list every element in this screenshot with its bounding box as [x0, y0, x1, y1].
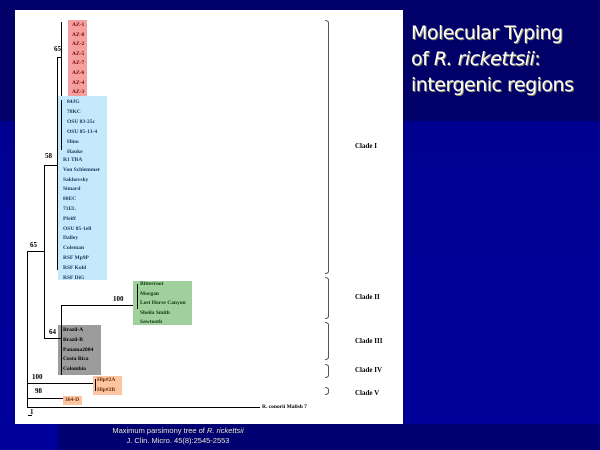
clade-brace — [325, 387, 329, 395]
taxon-label: R1 TBA — [63, 157, 83, 163]
taxon-label: Coleman — [63, 245, 85, 252]
clade-highlight-green — [133, 281, 192, 325]
taxon-label: Sheila Smith — [140, 309, 170, 316]
title-line-2: of R. rickettsii: — [411, 46, 573, 72]
tree-branch — [27, 251, 44, 252]
clade-highlight-gray — [58, 325, 101, 375]
tree-branch — [27, 251, 28, 407]
slide-title: Molecular Typing of R. rickettsii: inter… — [411, 20, 574, 98]
clade-highlight-blue_inner — [58, 96, 107, 280]
tree-branch — [27, 383, 93, 384]
taxon-label: RSF DiG — [63, 274, 85, 281]
taxon-label: Pfeiff — [63, 215, 76, 222]
taxon-label: Hlp#2B — [97, 386, 116, 393]
tree-branch — [27, 398, 63, 399]
taxon-label: AZ-3 — [72, 89, 85, 96]
clade-highlight-hlp — [93, 376, 122, 395]
taxon-label: AZ-5 — [72, 50, 85, 57]
taxon-label: Lost Horse Canyon — [140, 300, 186, 307]
taxon-label: AZ-6 — [72, 70, 85, 76]
bootstrap-value: 58 — [45, 152, 52, 160]
tree-branch — [137, 284, 138, 309]
taxon-label: Von Schlemmer — [63, 166, 101, 173]
bootstrap-value: 65 — [54, 45, 61, 53]
taxon-label: Simard — [63, 186, 81, 193]
taxon-label: 78KC — [67, 109, 81, 115]
taxon-label: 80EC — [63, 196, 77, 203]
title-species: R. rickettsii — [433, 48, 535, 70]
clade-highlight-d364 — [63, 396, 82, 405]
tree-branch — [28, 415, 32, 416]
taxon-label: Hlp#2A — [97, 377, 116, 383]
tree-branch — [61, 100, 62, 150]
clade-brace — [325, 277, 329, 319]
taxon-label: RSF Kohl — [63, 264, 87, 271]
clade-label: Clade V — [355, 389, 380, 397]
taxon-label: Bitterroot — [140, 281, 164, 287]
clade-highlight-az — [68, 20, 87, 96]
clade-label: Clade I — [355, 142, 377, 150]
taxon-label: 84JG — [67, 99, 80, 105]
taxon-label: Panama2004 — [63, 346, 94, 353]
outgroup-label: R. conorii Malish 7 — [262, 404, 307, 410]
bootstrap-value: 65 — [30, 241, 37, 249]
caption: Maximum parsimony tree of R. rickettsii … — [58, 426, 298, 446]
tree-branch — [44, 165, 45, 339]
taxon-label: Sawtooth — [140, 319, 163, 326]
taxon-label: OSU 83-25c — [67, 119, 95, 125]
tree-branch — [61, 305, 133, 306]
taxon-label: Hauke — [67, 149, 83, 155]
taxon-label: Colombia — [63, 366, 86, 373]
tree-branch — [95, 379, 96, 391]
tree-branch — [27, 407, 260, 408]
bootstrap-value: 100 — [32, 373, 43, 381]
tree-branch — [57, 100, 58, 270]
caption-prefix: Maximum parsimony tree of — [112, 426, 207, 435]
taxon-label: AZ-4 — [72, 79, 85, 86]
bootstrap-value: 98 — [35, 387, 42, 395]
clade-label: Clade III — [355, 337, 383, 345]
taxon-label: AZ-2 — [72, 41, 85, 48]
taxon-label: RSF Mp9P — [63, 255, 89, 261]
bootstrap-value: 100 — [113, 295, 124, 303]
taxon-label: 364-D — [65, 397, 80, 403]
title-of: of — [411, 48, 434, 70]
scale-bar-label: 1 — [30, 408, 34, 416]
tree-branch — [44, 165, 57, 166]
caption-species: R. rickettsii — [206, 426, 244, 435]
title-line-3: intergenic regions — [411, 74, 574, 96]
taxon-label: 71EL — [63, 206, 76, 212]
clade-brace — [325, 322, 329, 360]
taxon-label: OSU 85-1ell — [63, 225, 92, 232]
taxon-label: Dalley — [63, 235, 78, 242]
clade-brace — [325, 364, 329, 378]
taxon-label: Brazil-A — [63, 327, 84, 333]
clade-brace — [325, 20, 329, 274]
taxon-label: AZ-1 — [72, 22, 85, 28]
taxon-label: Hino — [67, 139, 79, 145]
taxon-label: Sakhovsky — [63, 176, 89, 183]
tree-branch — [61, 305, 62, 375]
taxon-label: AZ-8 — [72, 31, 85, 38]
bootstrap-value: 64 — [49, 328, 56, 336]
tree-branch — [61, 22, 62, 96]
clade-label: Clade IV — [355, 366, 383, 374]
clade-label: Clade II — [355, 293, 380, 301]
caption-band — [58, 424, 600, 450]
caption-line-2: J. Clin. Micro. 45(8):2545-2553 — [126, 436, 230, 445]
tree-branch — [44, 338, 61, 339]
taxon-label: Costa Rica — [63, 356, 89, 363]
tree-branch — [57, 57, 62, 58]
taxon-label: Brazil-B — [63, 336, 83, 343]
taxon-label: AZ-7 — [72, 60, 85, 67]
taxon-label: Morgan — [140, 290, 159, 297]
caption-line-1: Maximum parsimony tree of R. rickettsii — [58, 426, 298, 436]
title-line-1: Molecular Typing — [411, 22, 563, 44]
title-colon: : — [534, 48, 541, 70]
taxon-label: OSU 85-13-4 — [67, 129, 98, 135]
